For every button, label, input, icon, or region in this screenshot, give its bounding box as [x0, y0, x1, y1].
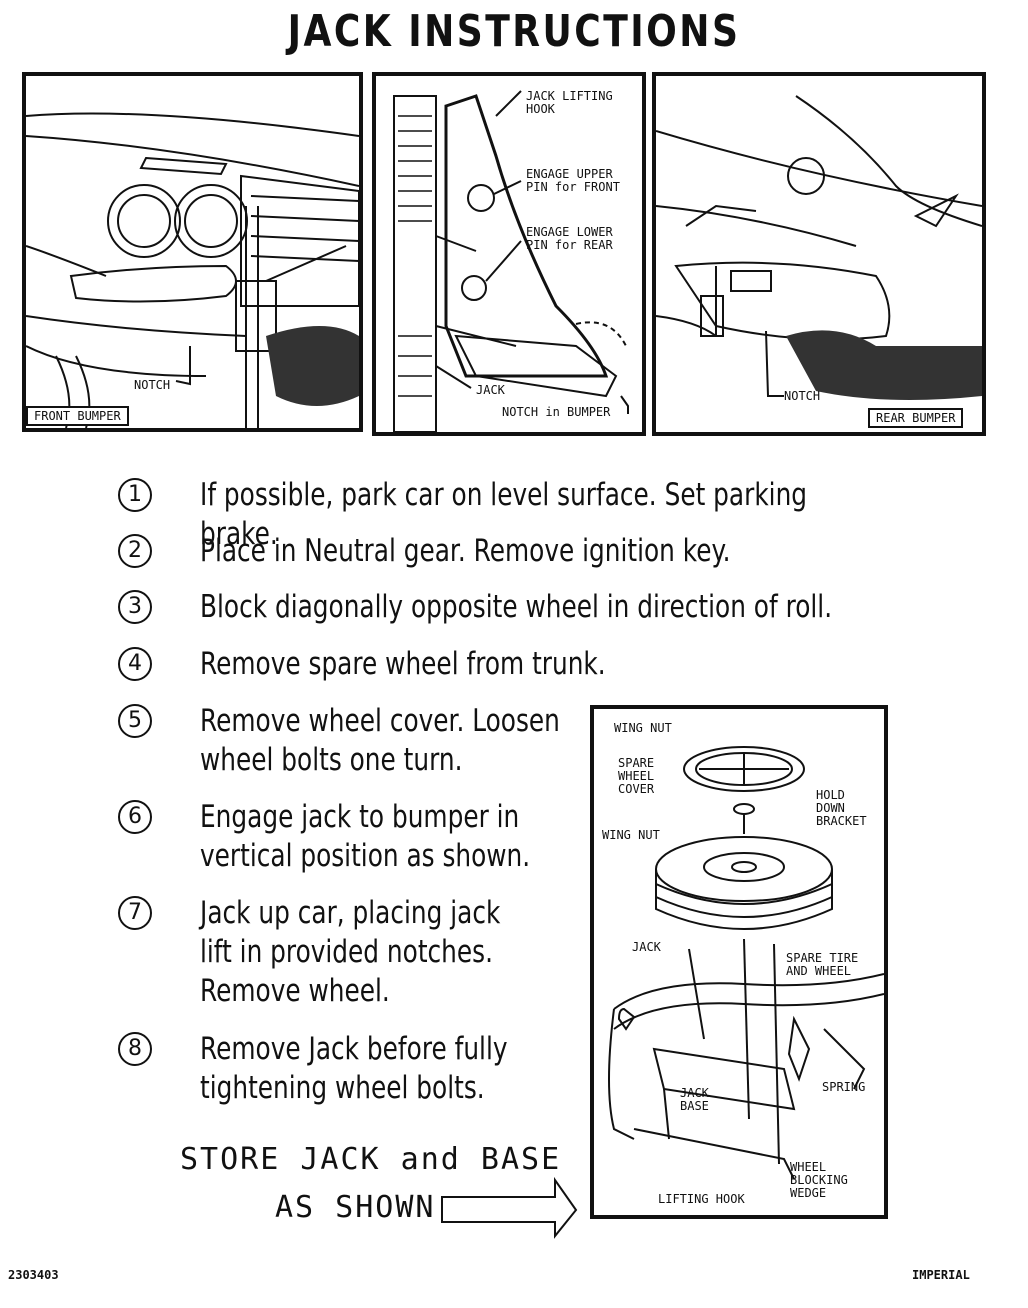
step-4: 4 Remove spare wheel from trunk.: [118, 645, 707, 684]
step-6: 6 Engage jack to bumper in vertical posi…: [118, 798, 613, 876]
jack-lifting-hook-callout: JACK LIFTING HOOK: [526, 89, 613, 116]
notch-in-bumper-callout: NOTCH in BUMPER: [502, 405, 611, 419]
step-number: 3: [118, 590, 152, 624]
spring-callout: SPRING: [822, 1080, 866, 1094]
step-text: Jack up car, placing jack lift in provid…: [200, 895, 501, 1009]
jack-base-callout: JACK BASE: [680, 1086, 709, 1113]
jack-storage-callout: JACK: [632, 940, 661, 954]
step-number: 5: [118, 704, 152, 738]
lifting-hook-callout: LIFTING HOOK: [658, 1192, 745, 1206]
store-note-line1: STORE JACK and BASE: [180, 1142, 562, 1177]
step-number: 6: [118, 800, 152, 834]
hold-down-bracket-callout: HOLD DOWN BRACKET: [816, 788, 867, 828]
rear-bumper-label: REAR BUMPER: [868, 408, 964, 428]
step-number: 1: [118, 478, 152, 512]
part-number: 2303403: [8, 1268, 59, 1282]
step-text: Engage jack to bumper in vertical positi…: [200, 799, 531, 874]
step-8: 8 Remove Jack before fully tightening wh…: [118, 1030, 584, 1108]
rear-bumper-illustration: [656, 95, 982, 400]
rear-bumper-panel: NOTCH REAR BUMPER: [652, 72, 986, 436]
step-3: 3 Block diagonally opposite wheel in dir…: [118, 588, 990, 627]
page-title: JACK INSTRUCTIONS: [287, 6, 741, 57]
front-bumper-panel: NOTCH FRONT BUMPER: [22, 72, 363, 432]
step-5: 5 Remove wheel cover. Loosen wheel bolts…: [118, 702, 650, 780]
wing-nut-top-callout: WING NUT: [614, 721, 672, 735]
jack-callout: JACK: [476, 383, 505, 397]
front-notch-callout: NOTCH: [134, 378, 171, 392]
spare-tire-and-wheel-callout: SPARE TIRE AND WHEEL: [786, 951, 859, 978]
brand-name: IMPERIAL: [912, 1268, 970, 1282]
step-text: Remove Jack before fully tightening whee…: [200, 1031, 508, 1106]
wing-nut-mid-callout: WING NUT: [602, 828, 660, 842]
step-text: Remove wheel cover. Loosen wheel bolts o…: [200, 703, 560, 778]
jack-hook-illustration: [393, 90, 629, 432]
step-2: 2 Place in Neutral gear. Remove ignition…: [118, 532, 863, 571]
engage-upper-pin-callout: ENGAGE UPPER PIN for FRONT: [526, 167, 620, 194]
wheel-blocking-wedge-callout: WHEEL BLOCKING WEDGE: [790, 1160, 848, 1200]
step-text: Remove spare wheel from trunk.: [200, 646, 606, 682]
rear-notch-callout: NOTCH: [784, 389, 821, 403]
jack-hook-panel: JACK LIFTING HOOK ENGAGE UPPER PIN for F…: [372, 72, 646, 436]
spare-storage-illustration: [608, 746, 884, 1180]
step-number: 7: [118, 896, 152, 930]
engage-lower-pin-callout: ENGAGE LOWER PIN for REAR: [526, 225, 613, 252]
step-1: 1 If possible, park car on level surface…: [118, 476, 1028, 554]
spare-wheel-cover-callout: SPARE WHEEL COVER: [618, 756, 655, 796]
step-text: Block diagonally opposite wheel in direc…: [200, 589, 833, 625]
spare-storage-panel: WING NUT SPARE WHEEL COVER HOLD DOWN BRA…: [590, 705, 888, 1219]
step-text: Place in Neutral gear. Remove ignition k…: [200, 533, 731, 569]
step-number: 2: [118, 534, 152, 568]
front-bumper-label: FRONT BUMPER: [26, 406, 129, 426]
step-number: 4: [118, 647, 152, 681]
store-note-line2: AS SHOWN: [275, 1190, 436, 1225]
step-7: 7 Jack up car, placing jack lift in prov…: [118, 894, 575, 1011]
step-text: If possible, park car on level surface. …: [200, 477, 808, 552]
store-arrow-icon: [441, 1176, 578, 1239]
front-bumper-illustration: [26, 112, 359, 428]
step-number: 8: [118, 1032, 152, 1066]
